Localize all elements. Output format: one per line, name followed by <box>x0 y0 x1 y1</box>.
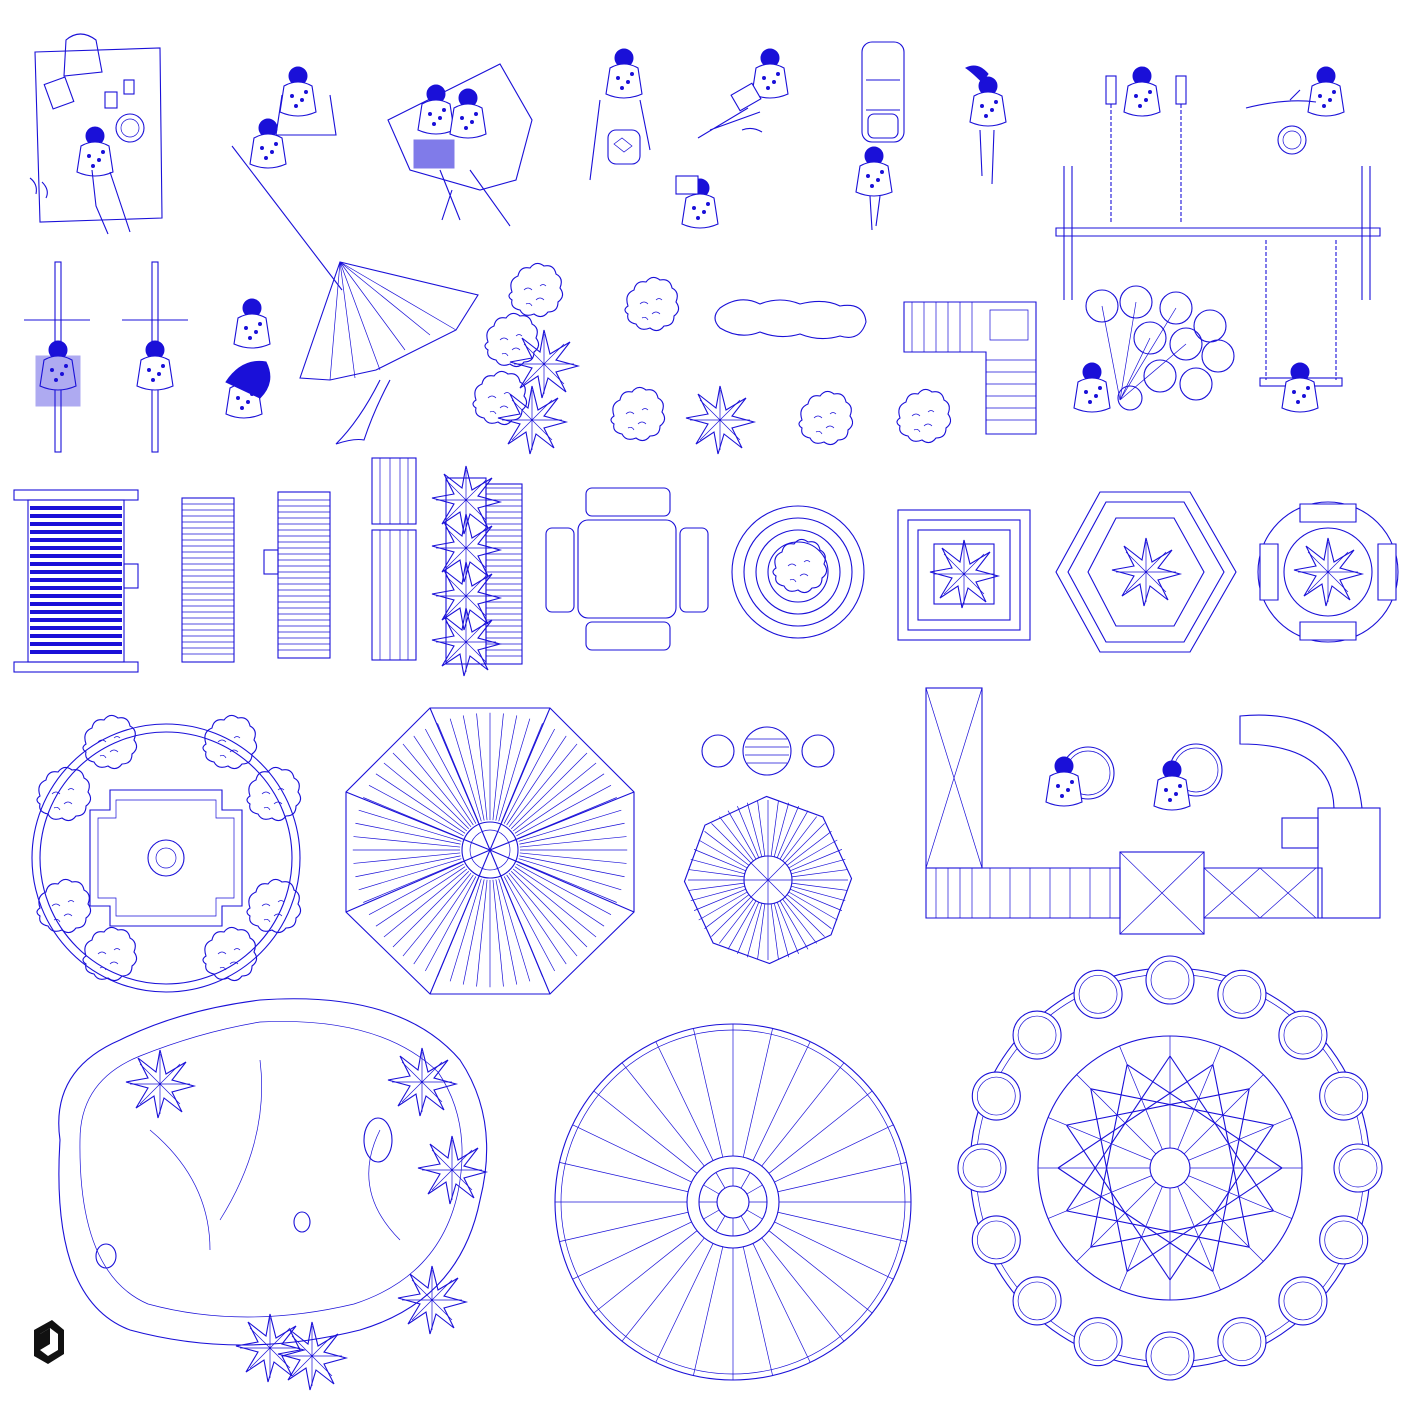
square-table-set <box>545 487 709 651</box>
fountain <box>31 714 302 993</box>
square-planter <box>897 509 1031 641</box>
round-planter <box>731 505 865 639</box>
corner-deck-bench <box>903 301 1037 435</box>
walking-girl <box>965 65 1007 185</box>
slat-benches <box>371 457 417 661</box>
bicycles <box>24 261 188 453</box>
carousel <box>554 1023 912 1381</box>
picnic-blanket-person <box>29 33 163 235</box>
gazebo-roof <box>345 707 635 995</box>
octagon-umbrella <box>683 795 853 965</box>
ferris-wheel <box>957 955 1383 1381</box>
stroller-group <box>855 41 905 231</box>
family-on-blanket <box>387 63 533 227</box>
planter-bench <box>431 465 523 677</box>
ball-child <box>1245 66 1345 155</box>
playground-structure <box>925 687 1381 935</box>
backpack-person <box>589 48 651 181</box>
logo-icon <box>34 1320 64 1364</box>
kite-flyers <box>231 66 479 445</box>
seated-pair <box>225 298 271 419</box>
balloon-child <box>1073 285 1235 413</box>
swing-set <box>1055 66 1381 413</box>
round-seat-planter <box>1257 501 1399 643</box>
striped-lounger <box>13 489 139 673</box>
hexagon-planter <box>1055 491 1237 653</box>
laptop-person <box>675 48 789 229</box>
bench-pair <box>181 491 331 663</box>
bistro-set <box>701 726 835 776</box>
trees-shrubs <box>472 262 952 455</box>
pond <box>58 998 488 1391</box>
